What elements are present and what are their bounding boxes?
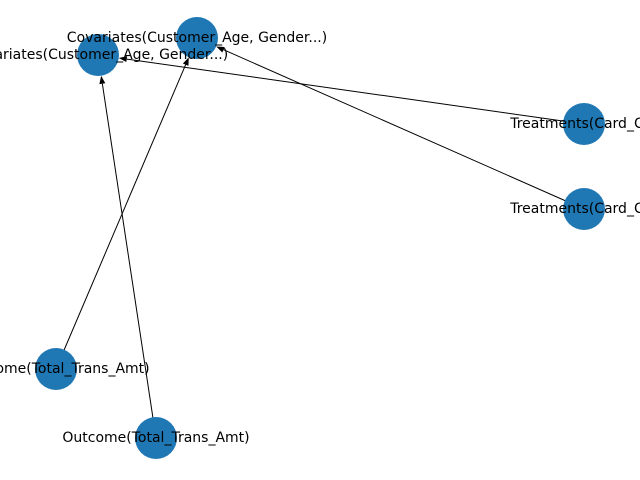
labels-layer: Covariates(Customer_Age, Gender...)Covar… <box>0 30 640 446</box>
node-label-covariates-1: Covariates(Customer_Age, Gender...) <box>0 47 228 63</box>
edge-line <box>101 83 157 439</box>
edge-line <box>223 49 585 210</box>
node-outcome-1 <box>35 348 77 390</box>
node-label-treatments-1: Treatments(Card_Cat <box>509 116 640 132</box>
arrowhead-icon <box>99 75 106 85</box>
node-covariates-2 <box>176 17 218 59</box>
node-covariates-1 <box>77 34 119 76</box>
node-label-covariates-2: Covariates(Customer_Age, Gender...) <box>67 30 327 46</box>
arrowhead-icon <box>182 57 189 66</box>
node-label-outcome-2: Outcome(Total_Trans_Amt) <box>62 430 249 446</box>
node-label-outcome-1: Outcome(Total_Trans_Amt) <box>0 361 150 377</box>
edge-treatments-2-to-covariates-2 <box>216 46 585 210</box>
node-outcome-2 <box>135 417 177 459</box>
arrowhead-icon <box>216 46 225 53</box>
node-treatments-1 <box>563 103 605 145</box>
node-treatments-2 <box>563 188 605 230</box>
arrowhead-icon <box>118 56 128 63</box>
nodes-layer <box>35 17 605 459</box>
edge-line <box>126 58 585 125</box>
edge-line <box>55 64 187 370</box>
edge-outcome-2-to-covariates-1 <box>99 75 157 439</box>
edges-layer <box>55 46 585 439</box>
edge-outcome-1-to-covariates-2 <box>55 57 189 370</box>
node-label-treatments-2: Treatments(Card_Cat <box>509 201 640 217</box>
edge-treatments-1-to-covariates-1 <box>118 56 585 125</box>
